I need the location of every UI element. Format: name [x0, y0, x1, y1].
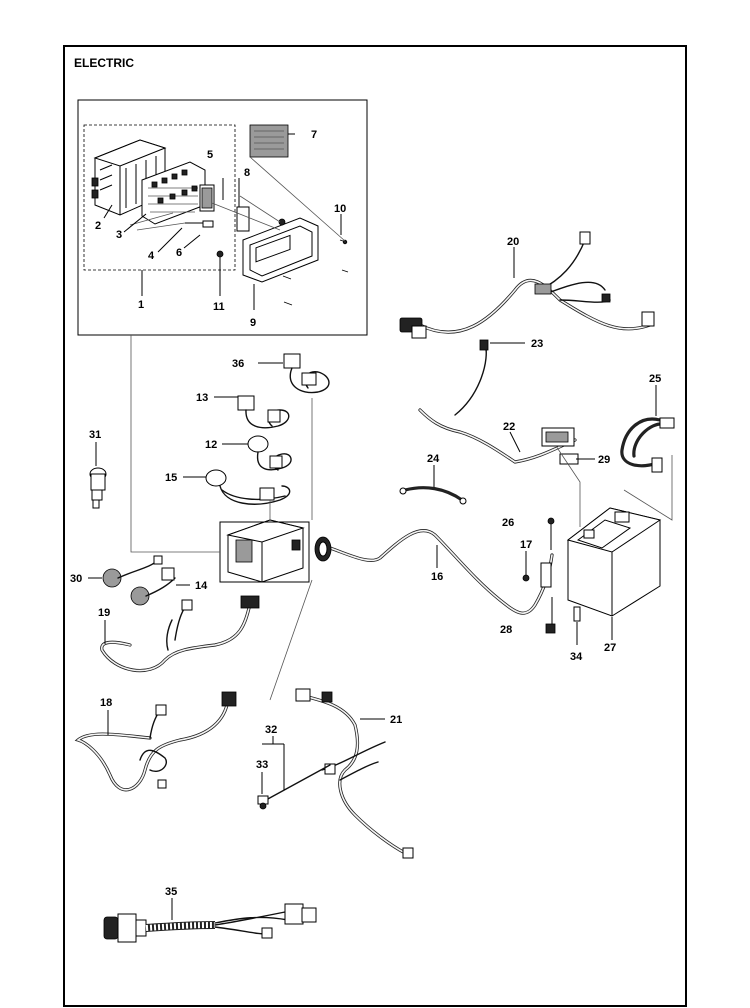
- callout-28: 28: [500, 624, 512, 636]
- harness-19: [100, 595, 260, 673]
- callout-16: 16: [431, 571, 443, 583]
- cover-screw: [278, 218, 286, 226]
- battery: [566, 507, 662, 617]
- screw-10: [342, 239, 348, 245]
- harness-18: [74, 691, 237, 792]
- screw-26: [547, 517, 555, 525]
- sensor-probe: [257, 764, 331, 810]
- callout-29: 29: [598, 454, 610, 466]
- callout-7: 7: [311, 129, 317, 141]
- callout-35: 35: [165, 886, 177, 898]
- callout-1: 1: [138, 299, 144, 311]
- fuse-board: [141, 161, 206, 225]
- screw: [216, 250, 224, 258]
- callout-33: 33: [256, 759, 268, 771]
- terminal-34: [573, 606, 581, 622]
- lamps-30: [102, 555, 176, 606]
- diagram-frame: [63, 45, 687, 1007]
- callout-13: 13: [196, 392, 208, 404]
- callout-26: 26: [502, 517, 514, 529]
- callout-4: 4: [148, 250, 155, 262]
- fuse-label-sheet: [249, 124, 289, 158]
- callout-10: 10: [334, 203, 346, 215]
- cable-25: [620, 417, 675, 473]
- cable-24: [399, 486, 467, 505]
- clip: [202, 220, 214, 228]
- relay: [199, 184, 215, 212]
- callout-12: 12: [205, 439, 217, 451]
- harness-21: [295, 688, 414, 859]
- callout-2: 2: [95, 220, 101, 232]
- callout-11: 11: [213, 301, 225, 313]
- callout-27: 27: [604, 642, 616, 654]
- callout-24: 24: [427, 453, 440, 465]
- diagram-title: ELECTRIC: [74, 56, 134, 70]
- key-switch: [89, 467, 107, 509]
- callout-25: 25: [649, 373, 661, 385]
- callout-31: 31: [89, 429, 101, 441]
- callout-34: 34: [570, 651, 583, 663]
- callout-23: 23: [531, 338, 543, 350]
- ecu-box: [226, 519, 305, 583]
- control-box-group-frame: [77, 99, 368, 336]
- callout-32: 32: [265, 724, 277, 736]
- callout-18: 18: [100, 697, 112, 709]
- callout-30: 30: [70, 573, 82, 585]
- harness-16: [314, 528, 554, 615]
- harness-22: [418, 339, 579, 465]
- callout-8: 8: [244, 167, 250, 179]
- harness-35: [103, 903, 317, 943]
- callout-6: 6: [176, 247, 182, 259]
- callout-14: 14: [195, 580, 208, 592]
- harness-13: [237, 395, 290, 429]
- callout-9: 9: [250, 317, 256, 329]
- callout-17: 17: [520, 539, 532, 551]
- callout-20: 20: [507, 236, 519, 248]
- callout-15: 15: [165, 472, 177, 484]
- callout-22: 22: [503, 421, 515, 433]
- callout-21: 21: [390, 714, 402, 726]
- fuse-strip: [236, 206, 250, 232]
- harness-12: [247, 435, 292, 471]
- harness-36: [283, 353, 330, 394]
- callout-5: 5: [207, 149, 213, 161]
- nut-17: [522, 574, 530, 582]
- control-box-cover: [242, 217, 319, 283]
- callout-3: 3: [116, 229, 122, 241]
- harness-15: [205, 469, 291, 505]
- nut-28: [545, 623, 556, 634]
- callout-19: 19: [98, 607, 110, 619]
- control-box-dashed-frame: [83, 124, 236, 271]
- harness-20: [399, 231, 655, 339]
- callout-36: 36: [232, 358, 244, 370]
